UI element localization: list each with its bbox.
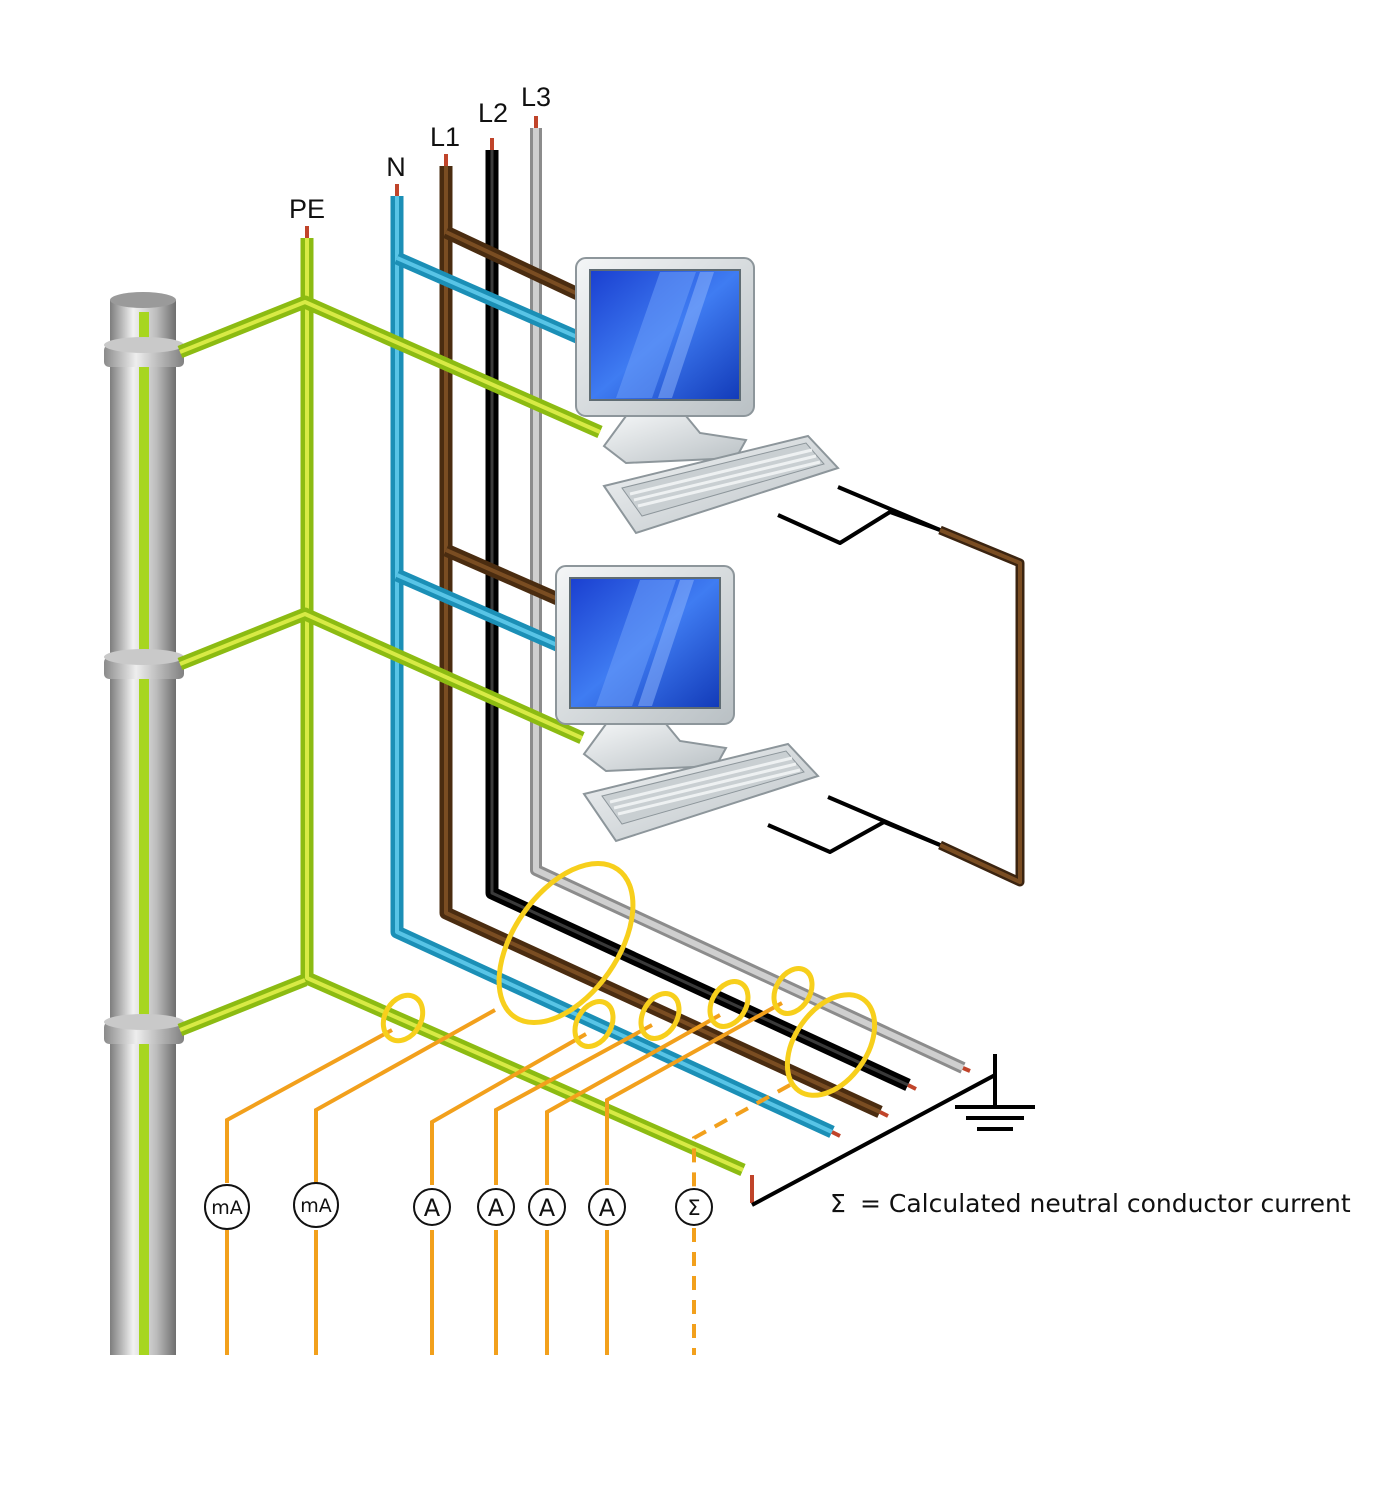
computer-bottom	[555, 565, 820, 843]
meter-label: Σ	[687, 1196, 700, 1220]
data-cable-loop	[767, 485, 1025, 887]
sensor-leads	[225, 1001, 783, 1355]
l2-conductor	[485, 150, 911, 1091]
meter-label: mA	[211, 1197, 243, 1219]
l3-label: L3	[521, 82, 551, 112]
meter-ma-2: mA	[293, 1182, 339, 1228]
legend: Σ = Calculated neutral conductor current	[830, 1189, 1351, 1218]
pipe-clamp-middle	[104, 649, 184, 679]
pipe-clamp-bottom	[104, 1014, 184, 1044]
meter-ma-1: mA	[204, 1184, 250, 1230]
earthing-pipe	[104, 292, 184, 1355]
current-clamps	[380, 860, 878, 1098]
computer-top	[575, 257, 840, 535]
meter-a-l3: A	[588, 1188, 626, 1226]
meter-label: A	[599, 1194, 616, 1222]
neutral-clamp	[572, 999, 616, 1049]
legend-symbol: Σ	[830, 1189, 846, 1218]
phase-sum-clamp	[784, 992, 878, 1098]
keyboard-icon	[582, 742, 820, 843]
meter-label: A	[488, 1194, 505, 1222]
l2-clamp	[707, 979, 751, 1029]
pe-conductor	[177, 238, 746, 1176]
pe-label: PE	[289, 194, 325, 224]
n-label: N	[386, 152, 406, 182]
pipe-clamp-top	[104, 337, 184, 367]
meter-sigma: Σ	[675, 1188, 713, 1226]
l3-clamp	[771, 966, 815, 1016]
meter-label: A	[539, 1194, 556, 1222]
l1-clamp	[638, 991, 682, 1041]
keyboard-icon	[602, 434, 840, 535]
meter-label: mA	[300, 1195, 332, 1217]
calculated-lead	[692, 1083, 791, 1355]
meter-label: A	[424, 1194, 441, 1222]
meter-a-n: A	[413, 1188, 451, 1226]
legend-text: = Calculated neutral conductor current	[860, 1189, 1351, 1218]
earth-symbol	[955, 1054, 1035, 1131]
meter-a-l1: A	[477, 1188, 515, 1226]
summation-clamp	[496, 860, 636, 1026]
neutral-conductor	[390, 196, 835, 1138]
l1-conductor	[439, 166, 883, 1118]
l1-label: L1	[430, 122, 460, 152]
l2-label: L2	[478, 98, 508, 128]
meter-a-l2: A	[528, 1188, 566, 1226]
conductor-end-terminals	[750, 1066, 971, 1203]
pe-residual-clamp	[380, 992, 426, 1044]
